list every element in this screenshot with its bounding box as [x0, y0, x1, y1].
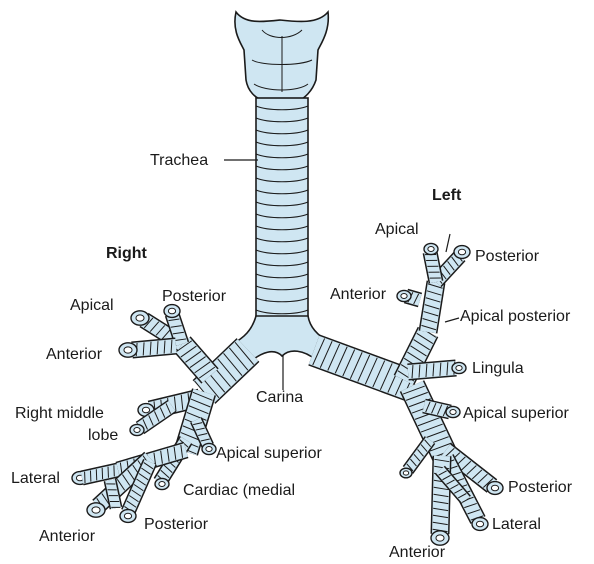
- left-medial-basal-cap: [400, 468, 412, 478]
- label-left-lower-posterior: Posterior: [508, 478, 572, 497]
- left-lingula-bronchus: [408, 362, 456, 379]
- right-anterior-bronchus: [132, 340, 176, 356]
- trachea: [256, 98, 308, 320]
- label-right-apical: Apical: [70, 296, 114, 315]
- label-left-apical-posterior: Apical posterior: [460, 307, 570, 326]
- label-left-lateral: Lateral: [492, 515, 541, 534]
- left-medial-basal-bronchus: [407, 440, 431, 471]
- right-upper-lobe-bronchus: [176, 341, 215, 378]
- left-lingula-cap: [452, 362, 466, 373]
- label-left-apical-superior: Apical superior: [463, 404, 569, 423]
- label-right-middle-lobe-line1: Right middle: [15, 404, 104, 423]
- airway-drawing: [72, 12, 503, 545]
- right-cardiac-cap: [155, 478, 169, 489]
- left-anterior-basal-bronchus: [433, 456, 450, 534]
- label-left-apical: Apical: [375, 220, 419, 239]
- label-left-lingula: Lingula: [472, 359, 524, 378]
- label-left-posterior: Posterior: [475, 247, 539, 266]
- label-right-side: Right: [106, 244, 147, 263]
- right-middle-lobe-cap-b: [130, 424, 144, 435]
- label-carina: Carina: [256, 388, 303, 407]
- larynx: [235, 12, 328, 100]
- right-lower-anterior-cap: [87, 503, 105, 517]
- label-right-posterior: Posterior: [162, 287, 226, 306]
- left-apical-superior-cap: [446, 406, 460, 417]
- label-right-lateral: Lateral: [11, 469, 60, 488]
- right-lower-posterior-cap: [120, 510, 136, 523]
- right-anterior-cap: [119, 343, 137, 357]
- left-anterior-cap: [397, 290, 411, 301]
- label-trachea: Trachea: [150, 151, 208, 170]
- left-apical-cap: [424, 243, 438, 254]
- label-right-apical-superior: Apical superior: [216, 444, 322, 463]
- left-lower-posterior-cap: [487, 482, 503, 495]
- label-left-side: Left: [432, 186, 461, 205]
- right-apical-superior-cap: [202, 443, 216, 454]
- label-right-cardiac: Cardiac (medial: [183, 481, 295, 500]
- label-left-anterior: Anterior: [330, 285, 386, 304]
- left-posterior-cap: [454, 246, 470, 259]
- label-left-lower-anterior: Anterior: [389, 543, 445, 562]
- left-lateral-cap: [472, 518, 488, 531]
- right-posterior-cap: [164, 305, 180, 318]
- label-right-anterior: Anterior: [46, 345, 102, 364]
- left-apical-leader: [446, 234, 450, 252]
- right-apical-cap: [131, 311, 149, 325]
- left-apical-posterior-leader: [445, 318, 459, 322]
- label-right-lower-anterior: Anterior: [39, 527, 95, 546]
- label-right-middle-lobe-line2: lobe: [88, 426, 118, 445]
- label-right-lower-posterior: Posterior: [144, 515, 208, 534]
- left-apical-posterior-bronchus: [421, 282, 442, 332]
- left-apical-bronchus: [425, 252, 441, 282]
